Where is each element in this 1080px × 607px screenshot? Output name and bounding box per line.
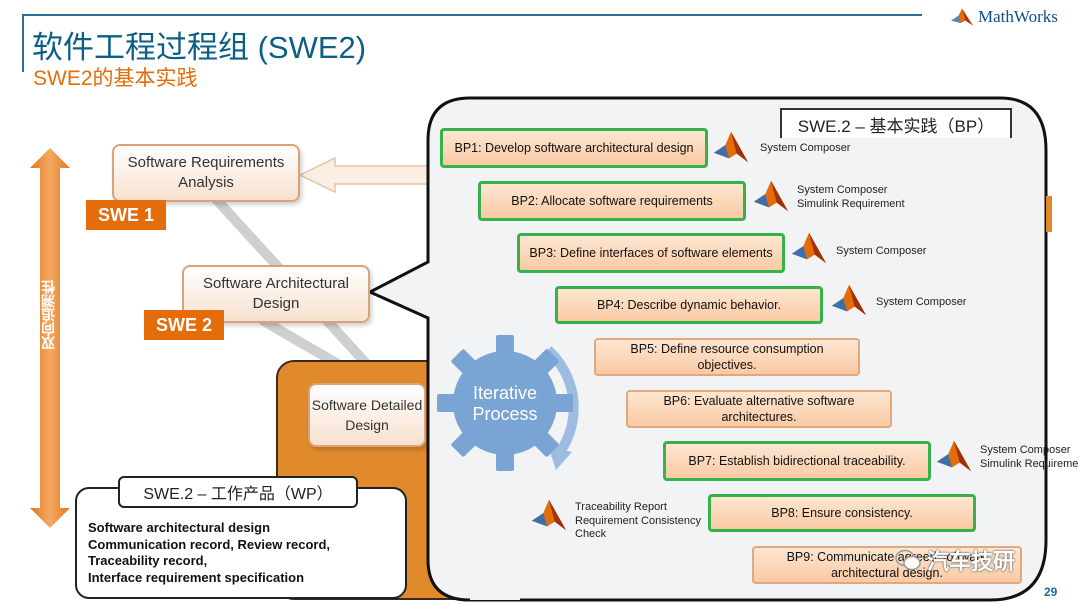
tool-label: System Composer	[836, 245, 927, 257]
matlab-membrane-icon	[713, 131, 749, 163]
bp2-box: BP2: Allocate software requirements	[478, 181, 746, 221]
work-products-header: SWE.2 – 工作产品（WP）	[118, 476, 358, 508]
matlab-membrane-icon	[936, 440, 972, 472]
bp5-box: BP5: Define resource consumption objecti…	[594, 338, 860, 376]
edge-hint	[1046, 196, 1052, 232]
bp7-box: BP7: Establish bidirectional traceabilit…	[663, 441, 931, 481]
mathworks-logo: MathWorks	[950, 4, 1058, 30]
tool-label: System Composer	[760, 142, 851, 154]
link-arrow	[298, 156, 441, 194]
bp1-box: BP1: Develop software architectural desi…	[440, 128, 708, 168]
swe1-requirements-box: Software Requirements Analysis	[112, 144, 300, 202]
iterative-process-label: Iterative Process	[472, 383, 538, 424]
list-item: Traceability record,	[88, 553, 208, 568]
bp8-box: BP8: Ensure consistency.	[708, 494, 976, 532]
tool-label: Traceability Report Requirement Consiste…	[575, 501, 701, 540]
matlab-membrane-icon	[791, 232, 827, 264]
page-title: 软件工程过程组 (SWE2)	[32, 30, 367, 65]
swe3-detailed-design-box: Software Detailed Design	[308, 383, 426, 447]
swe1-tag: SWE 1	[86, 200, 166, 230]
work-products-list: Software architectural design Communicat…	[88, 520, 330, 586]
swe2-tag: SWE 2	[144, 310, 224, 340]
matlab-membrane-icon	[753, 180, 789, 212]
list-item: Interface requirement specification	[88, 569, 305, 585]
bidirectional-arrow	[30, 148, 70, 528]
page-subtitle: SWE2的基本实践	[33, 67, 198, 90]
list-item: Communication record, Review record,	[88, 536, 331, 552]
traceability-label: 双向追溯性	[40, 280, 56, 350]
bp3-box: BP3: Define interfaces of software eleme…	[517, 233, 785, 273]
brand-name: MathWorks	[978, 7, 1058, 26]
matlab-membrane-icon	[531, 499, 567, 531]
list-item: Software architectural design	[88, 520, 271, 535]
bp4-box: BP4: Describe dynamic behavior.	[555, 286, 823, 324]
wechat-icon	[895, 549, 921, 571]
header-rule	[22, 14, 922, 16]
base-practices-header: SWE.2 – 基本实践（BP）	[780, 108, 1012, 138]
watermark: 汽车技研	[895, 544, 1015, 576]
header-rule-left	[22, 14, 24, 72]
tool-label: System Composer Simulink Requirement	[980, 444, 1078, 470]
bp6-box: BP6: Evaluate alternative software archi…	[626, 390, 892, 428]
matlab-membrane-icon	[951, 8, 973, 26]
swe2-architecture-box: Software Architectural Design	[182, 265, 370, 323]
tool-label: System Composer Simulink Requirement	[797, 184, 905, 210]
page-number: 29	[1044, 585, 1058, 599]
matlab-membrane-icon	[831, 284, 867, 316]
tool-label: System Composer	[876, 296, 967, 308]
